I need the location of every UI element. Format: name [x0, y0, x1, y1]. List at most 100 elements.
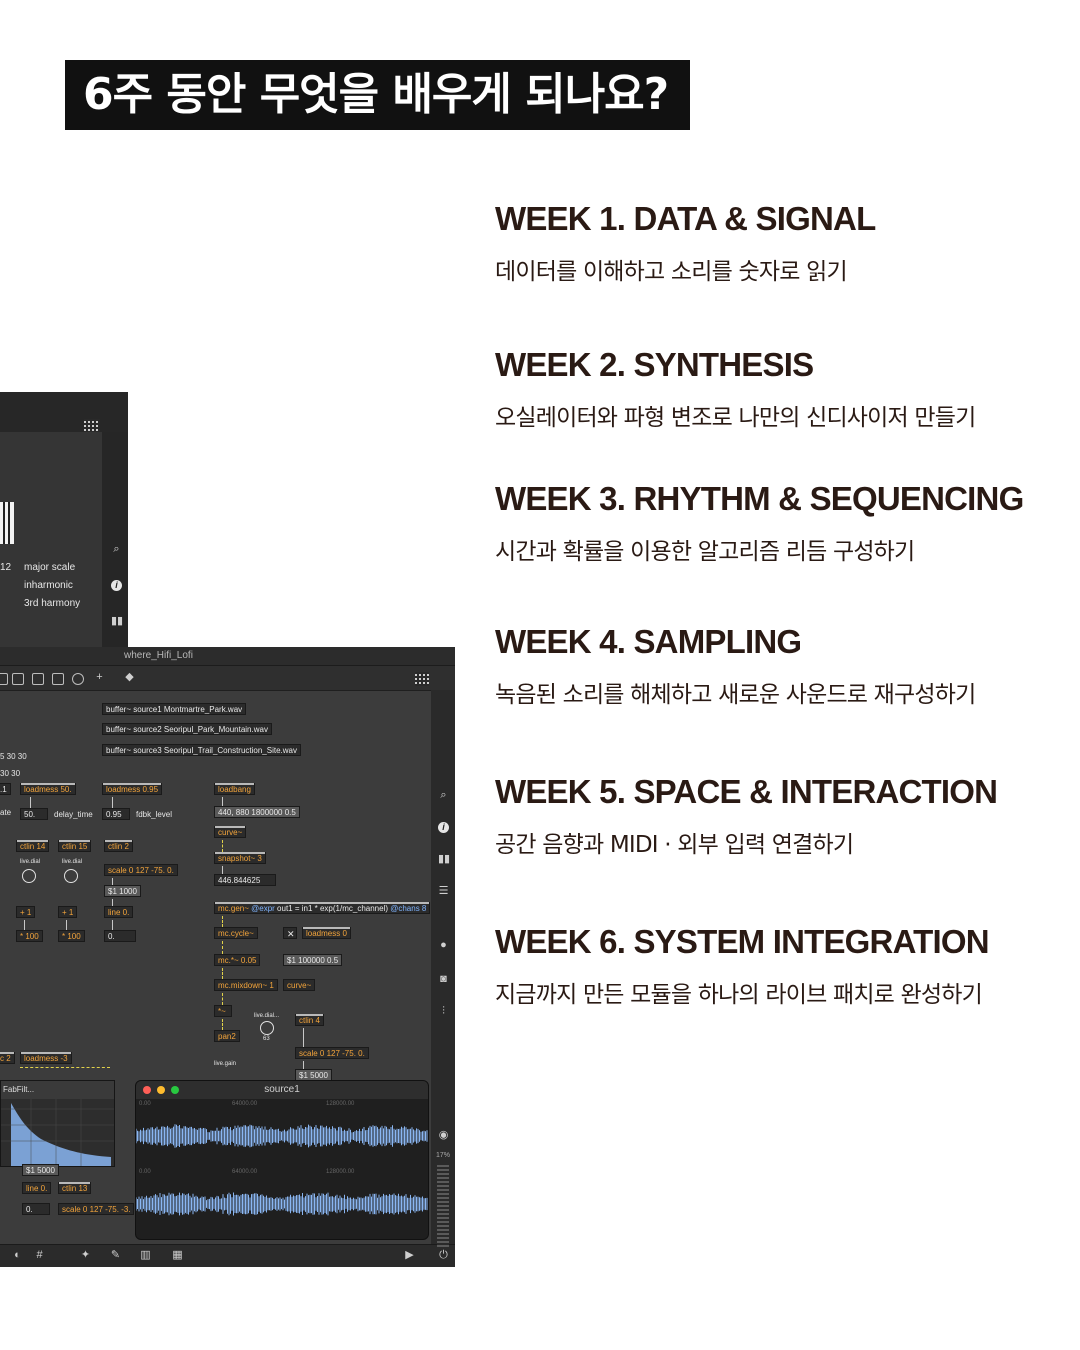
- zoom-button[interactable]: [171, 1086, 179, 1094]
- snapshot-object[interactable]: snapshot~ 3: [214, 852, 266, 864]
- minimize-button[interactable]: [157, 1086, 165, 1094]
- scale-label[interactable]: inharmonic: [24, 580, 73, 591]
- live-dial[interactable]: [64, 869, 78, 883]
- paint-icon[interactable]: ◆: [125, 671, 134, 683]
- loadbang-object[interactable]: loadbang: [214, 783, 255, 795]
- ctlin-object[interactable]: ctlin 13: [58, 1182, 92, 1194]
- info-icon[interactable]: i: [438, 822, 449, 833]
- number-box[interactable]: .1: [0, 783, 11, 795]
- dial-label: live.dial...: [254, 1013, 280, 1019]
- plus-object[interactable]: + 1: [16, 906, 36, 918]
- week-item: WEEK 2. SYNTHESIS 오실레이터와 파형 변조로 나만의 신디사이…: [495, 346, 1065, 432]
- scale-label[interactable]: major scale: [24, 562, 76, 573]
- mcmixdown-object[interactable]: mc.mixdown~ 1: [214, 979, 278, 991]
- grid-icon[interactable]: #: [36, 1249, 43, 1261]
- record-icon[interactable]: ◉: [438, 1129, 449, 1141]
- buffer-object[interactable]: buffer~ source1 Montmartre_Park.wav: [102, 703, 247, 715]
- param-label: delay_time: [54, 810, 93, 819]
- number-box[interactable]: 0.: [22, 1203, 50, 1215]
- toolbar-icon[interactable]: [72, 673, 84, 685]
- live-dial[interactable]: [22, 869, 36, 883]
- line-object[interactable]: line 0.: [22, 1182, 52, 1194]
- times-object[interactable]: * 100: [58, 930, 85, 942]
- waveform-path: [136, 1192, 428, 1216]
- info-icon[interactable]: i: [111, 580, 122, 591]
- ctlin-object[interactable]: ctlin 15: [58, 840, 92, 852]
- line-object[interactable]: line 0.: [104, 906, 134, 918]
- wand-icon[interactable]: ✦: [80, 1249, 91, 1261]
- meter-label: 17%: [436, 1152, 451, 1159]
- number-box[interactable]: 0.: [104, 930, 136, 942]
- play-icon[interactable]: ▶: [405, 1249, 414, 1261]
- toolbar-icon[interactable]: [52, 673, 64, 685]
- add-icon[interactable]: +: [96, 671, 103, 683]
- times-object[interactable]: * 100: [16, 930, 43, 942]
- multiply-object[interactable]: *~: [214, 1005, 232, 1017]
- book-icon[interactable]: ▮▮: [111, 615, 124, 627]
- toolbar-icon[interactable]: [0, 673, 8, 685]
- waveform-track[interactable]: 0.00 64000.00 128000.00: [136, 1099, 428, 1167]
- message-box[interactable]: $1 100000 0.5: [283, 954, 343, 966]
- message-box[interactable]: 440, 880 1800000 0.5: [214, 806, 300, 818]
- mccycle-object[interactable]: mc.cycle~: [214, 927, 258, 939]
- wrench-icon[interactable]: ✎: [110, 1249, 121, 1261]
- week-item: WEEK 6. SYSTEM INTEGRATION 지금까지 만든 모듈을 하…: [495, 923, 1065, 1009]
- scale-object[interactable]: scale 0 127 -75. 0.: [104, 864, 178, 876]
- toolbar-icon[interactable]: [12, 673, 24, 685]
- grid-icon[interactable]: [84, 419, 100, 435]
- waveform-track[interactable]: 0.00 64000.00 128000.00: [136, 1167, 428, 1235]
- time-tick: 0.00: [139, 1169, 151, 1175]
- curve-object[interactable]: curve~: [283, 979, 316, 991]
- week-desc: 녹음된 소리를 해체하고 새로운 사운드로 재구성하기: [495, 682, 976, 708]
- book-icon[interactable]: ▮▮: [438, 853, 451, 865]
- ctlin-object[interactable]: ctlin 14: [16, 840, 50, 852]
- loadmess-object[interactable]: loadmess 0: [302, 927, 351, 939]
- week-title: WEEK 3. RHYTHM & SEQUENCING: [495, 480, 1024, 517]
- scale-label[interactable]: 3rd harmony: [24, 598, 81, 609]
- close-button[interactable]: [143, 1086, 151, 1094]
- grid-icon[interactable]: [415, 672, 429, 686]
- chat-icon[interactable]: ●: [440, 939, 447, 951]
- lock-icon[interactable]: ◐: [14, 1249, 21, 1261]
- pan-object[interactable]: pan2: [214, 1030, 240, 1042]
- window-title: where_Hifi_Lofi: [124, 650, 193, 661]
- loadmess-object[interactable]: loadmess 0.95: [102, 783, 163, 795]
- message-box[interactable]: $1 5000: [22, 1164, 59, 1176]
- loadmess-object[interactable]: loadmess 50.: [20, 783, 76, 795]
- patch-canvas[interactable]: 12 major scale inharmonic 3rd harmony: [0, 432, 102, 647]
- grid-icon[interactable]: ▦: [172, 1249, 183, 1261]
- mixer-icon[interactable]: ⫶: [442, 1005, 445, 1017]
- time-tick: 64000.00: [232, 1101, 258, 1107]
- camera-icon[interactable]: ◙: [440, 973, 447, 985]
- toolbar-icon[interactable]: [32, 673, 44, 685]
- scale-object[interactable]: scale 0 127 -75. 0.: [295, 1047, 369, 1059]
- number-box[interactable]: 446.844625: [214, 874, 276, 886]
- message-box[interactable]: $1 1000: [104, 885, 141, 897]
- week-title: WEEK 1. DATA & SIGNAL: [495, 200, 876, 237]
- week-desc: 공간 음향과 MIDI · 외부 입력 연결하기: [495, 832, 854, 858]
- search-icon[interactable]: ⌕: [440, 789, 447, 801]
- dial-label: live.dial: [20, 859, 41, 865]
- buffer-object[interactable]: buffer~ source2 Seoripul_Park_Mountain.w…: [102, 723, 272, 735]
- ctlin-object[interactable]: ctlin 2: [104, 840, 133, 852]
- week-title: WEEK 6. SYSTEM INTEGRATION: [495, 923, 990, 960]
- mcgen-chans: @chans 8: [390, 904, 427, 913]
- buffer-object[interactable]: buffer~ source3 Seoripul_Trail_Construct…: [102, 744, 301, 756]
- mcgen-object[interactable]: mc.gen~ @expr out1 = in1 * exp(1/mc_chan…: [214, 902, 431, 914]
- live-dial[interactable]: [260, 1021, 274, 1035]
- ctlin-object[interactable]: ctlin 4: [295, 1014, 324, 1026]
- search-icon[interactable]: ⌕: [113, 543, 120, 555]
- loadmess-object[interactable]: loadmess -3: [20, 1052, 72, 1064]
- object-box[interactable]: c 2: [0, 1052, 15, 1064]
- keyboard-slider[interactable]: [0, 502, 14, 544]
- curve-object[interactable]: curve~: [214, 826, 247, 838]
- keys-icon[interactable]: ▥: [140, 1249, 151, 1261]
- scale-object[interactable]: scale 0 127 -75. -3.: [58, 1203, 135, 1215]
- toggle-button[interactable]: ✕: [283, 927, 297, 939]
- list-icon[interactable]: ☰: [438, 885, 449, 897]
- number-box[interactable]: 0.95: [102, 808, 130, 820]
- plus-object[interactable]: + 1: [58, 906, 78, 918]
- number-box[interactable]: 50.: [20, 808, 48, 820]
- power-icon[interactable]: ⏻: [439, 1249, 448, 1261]
- mctimes-object[interactable]: mc.*~ 0.05: [214, 954, 261, 966]
